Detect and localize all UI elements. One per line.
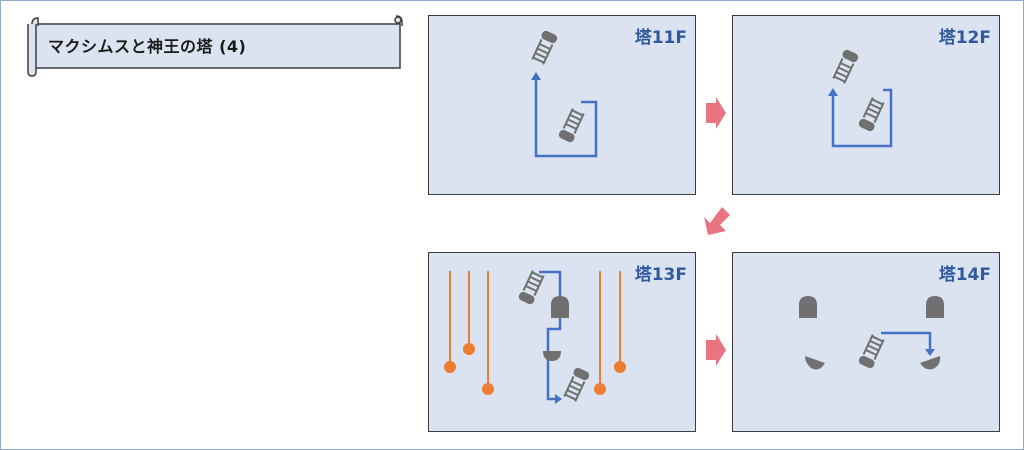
stairs-icon	[563, 367, 590, 402]
route-arrowhead	[925, 349, 935, 356]
floor-12f-map	[828, 49, 893, 148]
floor-13f-map	[444, 270, 626, 404]
stairs-icon	[558, 108, 585, 143]
door-icon	[551, 296, 569, 318]
stairs-icon	[531, 30, 558, 65]
floor-panel-12f: 塔12F	[732, 15, 1000, 195]
stairs-icon	[858, 334, 885, 369]
door-icon	[920, 356, 941, 370]
route-arrowhead	[828, 88, 838, 96]
stairs-icon	[858, 97, 885, 132]
route-arrowhead	[555, 394, 562, 404]
arrow-right-icon	[706, 97, 726, 129]
floor-label: 塔12F	[938, 28, 991, 48]
door-icon	[543, 351, 561, 361]
route-arrowhead	[531, 72, 541, 80]
pendulum-hazards	[444, 271, 626, 395]
floor-panel-14f: 塔14F	[732, 252, 1000, 432]
floor-14f-map	[799, 296, 944, 370]
door-icon	[926, 296, 944, 318]
stairs-icon	[518, 270, 545, 305]
floor-panel-13f: 塔13F	[428, 252, 696, 432]
door-icon	[799, 296, 817, 318]
floor-panel-11f: 塔11F	[428, 15, 696, 195]
route-path	[539, 270, 562, 401]
floor-label: 塔13F	[634, 265, 687, 285]
arrow-down-left-icon	[704, 207, 730, 235]
page-title: マクシムスと神王の塔 (4)	[48, 37, 247, 56]
route-path	[831, 88, 893, 148]
floor-label: 塔14F	[938, 265, 991, 285]
title-banner	[27, 15, 403, 77]
floor-label: 塔11F	[634, 28, 687, 48]
arrow-right-icon	[706, 334, 726, 366]
door-icon	[805, 356, 825, 370]
route-path	[534, 78, 598, 158]
route-path	[881, 331, 932, 351]
stairs-icon	[832, 49, 859, 84]
floor-11f-map	[531, 30, 598, 158]
